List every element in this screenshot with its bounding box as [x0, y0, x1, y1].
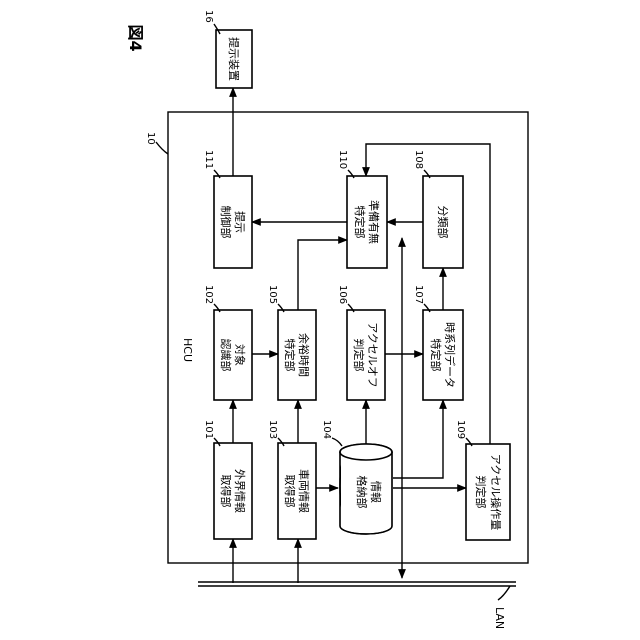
svg-text:余裕時間: 余裕時間 [297, 333, 311, 377]
hcu-label: HCU [181, 338, 194, 362]
system-ref: 10 [145, 132, 168, 154]
block-110-readiness-determination: 準備有無 特定部 110 [337, 150, 387, 268]
svg-text:アクセルオフ: アクセルオフ [366, 322, 379, 387]
svg-text:外界情報: 外界情報 [233, 469, 246, 513]
ref-111: 111 [203, 150, 214, 169]
svg-text:制御部: 制御部 [219, 206, 233, 239]
svg-text:特定部: 特定部 [283, 339, 297, 372]
svg-text:認識部: 認識部 [219, 339, 233, 372]
svg-text:車両情報: 車両情報 [297, 469, 311, 513]
ref-102: 102 [203, 285, 214, 304]
block-107-time-series: 時系列データ 特定部 107 [413, 285, 463, 400]
svg-text:判定部: 判定部 [352, 339, 366, 372]
ref-105: 105 [267, 285, 278, 304]
svg-text:分類部: 分類部 [436, 206, 450, 239]
svg-text:情報: 情報 [369, 481, 382, 503]
svg-text:判定部: 判定部 [474, 476, 488, 509]
svg-text:時系列データ: 時系列データ [443, 322, 457, 388]
lan-bus [198, 582, 516, 586]
svg-text:提示: 提示 [233, 211, 246, 233]
ref-104: 104 [321, 420, 332, 439]
block-103-vehicle-info: 車両情報 取得部 103 [267, 420, 316, 539]
block-16-presentation-device: 提示装置 16 [203, 10, 252, 88]
svg-text:特定部: 特定部 [353, 206, 367, 239]
block-104-info-storage: 情報 格納部 104 [321, 420, 392, 534]
block-108-classification: 分類部 108 [413, 150, 463, 268]
ref-16: 16 [203, 10, 214, 23]
svg-text:アクセル操作量: アクセル操作量 [489, 454, 503, 530]
svg-text:特定部: 特定部 [429, 339, 443, 372]
block-111-presentation-control: 提示 制御部 111 [203, 150, 252, 268]
ref-109: 109 [455, 420, 466, 439]
block-102-object-recognition: 対象 認識部 102 [203, 285, 252, 400]
ref-107: 107 [413, 285, 424, 304]
block-101-external-info: 外界情報 取得部 101 [203, 420, 252, 539]
svg-text:対象: 対象 [233, 344, 247, 366]
svg-text:取得部: 取得部 [219, 475, 233, 508]
lan-label: LAN [493, 607, 506, 629]
svg-text:10: 10 [145, 132, 156, 145]
ref-103: 103 [267, 420, 278, 439]
svg-text:準備有無: 準備有無 [367, 200, 381, 244]
ref-106: 106 [337, 285, 348, 304]
svg-text:取得部: 取得部 [283, 475, 297, 508]
block-106-accel-off: アクセルオフ 判定部 106 [337, 285, 385, 400]
svg-text:提示装置: 提示装置 [227, 37, 240, 81]
block-109-accel-operation: アクセル操作量 判定部 109 [455, 420, 510, 540]
svg-text:格納部: 格納部 [355, 476, 369, 509]
figure-label: 図4 [126, 24, 145, 51]
ref-101: 101 [203, 420, 214, 439]
ref-110: 110 [337, 150, 348, 169]
block-105-margin-time: 余裕時間 特定部 105 [267, 285, 316, 400]
ref-108: 108 [413, 150, 424, 169]
